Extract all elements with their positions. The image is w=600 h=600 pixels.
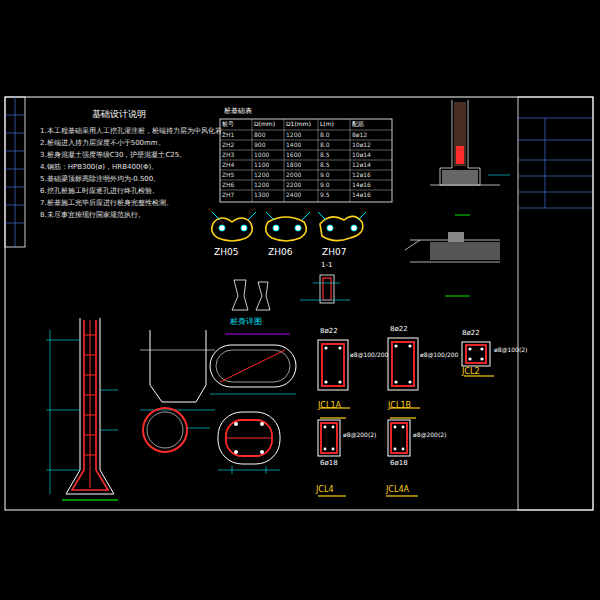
drawing-label: 14ø16 [352,182,371,188]
drawing-label: 1400 [286,142,301,148]
drawing-label: JCL2 [462,368,480,376]
drawing-label: ø8@200(2) [413,432,446,438]
drawing-label: ø8@200(2) [343,432,376,438]
drawing-label: D1(mm) [286,121,311,127]
drawing-label: 8.未尽事宜按现行国家规范执行。 [40,212,145,219]
drawing-label: ZH4 [222,162,234,168]
drawing-label: 2.桩端进入持力层深度不小于500mm。 [40,140,165,147]
drawing-label: 8ø22 [320,328,338,335]
drawing-label: 2000 [286,172,301,178]
drawing-label: 桩身详图 [230,318,262,326]
drawing-label: 12ø16 [352,172,371,178]
drawing-label: ø8@100/200 [350,352,388,358]
drawing-label: 8ø22 [462,330,480,337]
drawing-label: 2200 [286,182,301,188]
drawing-label: 9.5 [320,192,330,198]
drawing-label: 900 [254,142,265,148]
notes-heading: 基础设计说明 [92,110,146,119]
drawing-label: 10ø14 [352,152,371,158]
drawing-label: 8.5 [320,162,330,168]
drawing-label: ZH05 [214,248,238,257]
drawing-label: 9.0 [320,182,330,188]
drawing-label: 桩号 [222,121,234,127]
drawing-label: 1200 [286,132,301,138]
drawing-label: 1000 [254,152,269,158]
drawing-label: 8ø22 [390,326,408,333]
drawing-label: 5.基础梁顶标高除注明外均为-0.500。 [40,176,160,183]
drawing-label: 6ø18 [320,460,338,467]
drawing-label: 8.5 [320,152,330,158]
drawing-label: ø8@100(2) [494,347,527,353]
drawing-label: D(mm) [254,121,275,127]
drawing-label: 2400 [286,192,301,198]
drawing-label: ZH07 [322,248,346,257]
drawing-label: 9.0 [320,172,330,178]
drawing-label: ZH3 [222,152,234,158]
drawing-label: 1.本工程基础采用人工挖孔灌注桩，桩端持力层为中风化岩。 [40,128,229,135]
drawing-label: 配筋 [352,121,364,127]
drawing-label: ZH5 [222,172,234,178]
drawing-label: 1200 [254,172,269,178]
drawing-label: ZH2 [222,142,234,148]
drawing-label: 8.0 [320,132,330,138]
drawing-label: 1600 [286,152,301,158]
drawing-label: 3.桩身混凝土强度等级C30，护壁混凝土C25。 [40,152,186,159]
drawing-label: 4.钢筋：HPB300(ø)，HRB400(Φ)。 [40,164,158,171]
drawing-label: JCL4A [386,486,409,494]
drawing-label: 桩基础表 [224,108,252,115]
drawing-label: ZH1 [222,132,234,138]
drawing-label: 6.挖孔桩施工时应逐孔进行终孔检验。 [40,188,159,195]
drawing-label: 1-1 [321,262,332,269]
drawing-label: 7.桩基施工完毕后应进行桩身完整性检测。 [40,200,173,207]
drawing-label: 14ø16 [352,192,371,198]
drawing-label: 10ø12 [352,142,371,148]
drawing-label: 1800 [286,162,301,168]
drawing-label: ø8@100/200 [420,352,458,358]
drawing-label: ZH06 [268,248,292,257]
drawing-label: L(m) [320,121,334,127]
drawing-label: JCL1B [388,402,411,410]
drawing-label: ZH7 [222,192,234,198]
drawing-label: ZH6 [222,182,234,188]
drawing-label: 6ø18 [390,460,408,467]
drawing-label: 1300 [254,192,269,198]
drawing-label: 1200 [254,182,269,188]
drawing-label: 800 [254,132,265,138]
drawing-label: 12ø14 [352,162,371,168]
drawing-label: JCL4 [316,486,334,494]
drawing-label: 8.0 [320,142,330,148]
drawing-label: JCL1A [318,402,341,410]
drawing-label: 8ø12 [352,132,367,138]
drawing-label: 1100 [254,162,269,168]
